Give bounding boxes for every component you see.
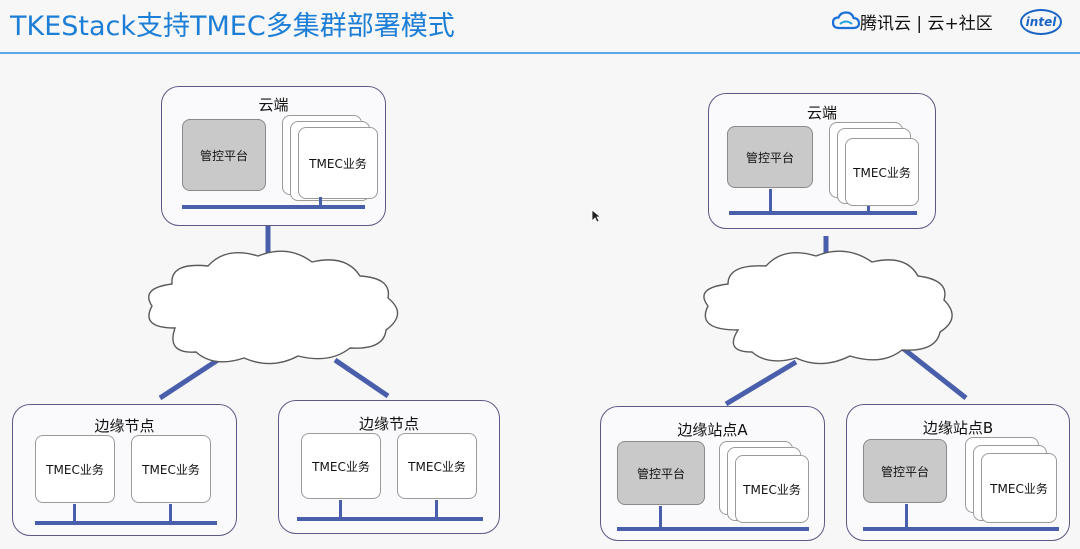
left-cloud-bus (182, 205, 365, 209)
left-edge-node-1-bus (35, 521, 217, 525)
right-edge-site-a-title: 边缘站点A (677, 421, 748, 439)
left-edge-node-2-title: 边缘节点 (358, 415, 419, 433)
left-cloud-box: 云端 管控平台 TMEC业务 (161, 86, 386, 226)
right-edge-site-a-bus-tick (659, 506, 662, 528)
right-network-cloud (703, 250, 953, 365)
left-network-cloud (148, 250, 399, 365)
left-edge-node-2-bus-tick-2 (435, 500, 438, 518)
left-edge-node-1-bus-tick-2 (169, 504, 172, 522)
right-edge-site-a: 边缘站点A 管控平台 TMEC业务 (600, 406, 825, 541)
slide-title: TKEStack支持TMEC多集群部署模式 (10, 11, 455, 42)
left-edge-node-2-bus-tick-1 (339, 500, 342, 518)
right-cloud-bus-tick-2 (867, 206, 870, 214)
right-cloud-bus-tick-1 (769, 189, 772, 213)
right-cloud-bus (729, 211, 917, 215)
left-edge-node-1-service-1: TMEC业务 (35, 435, 115, 503)
right-cloud-mgmt-platform: 管控平台 (727, 126, 813, 188)
left-edge-node-1: 边缘节点 TMEC业务 TMEC业务 (12, 404, 237, 536)
left-cloud-bus-tick (319, 197, 322, 207)
right-edge-site-b-bus (863, 527, 1059, 531)
left-cloud-tmec-service: TMEC业务 (298, 127, 378, 199)
mouse-cursor-icon (591, 209, 601, 223)
left-edge-node-2-service-2: TMEC业务 (397, 433, 477, 499)
right-cloud-title: 云端 (806, 104, 837, 122)
left-edge-node-2-bus (297, 517, 483, 521)
intel-logo: intel (1020, 9, 1062, 35)
right-edge-site-b-tmec-service: TMEC业务 (981, 453, 1057, 523)
left-edge-node-2-service-1: TMEC业务 (301, 433, 381, 499)
left-cloud-mgmt-platform: 管控平台 (182, 119, 266, 191)
left-edge-node-2: 边缘节点 TMEC业务 TMEC业务 (278, 400, 500, 534)
title-underline (0, 52, 1080, 54)
right-edge-site-a-bus (617, 527, 809, 531)
right-edge-site-b-bus-tick (905, 504, 908, 528)
header: TKEStack支持TMEC多集群部署模式 腾讯云 | 云+社区 intel (0, 0, 1080, 58)
tencent-logo-text: 腾讯云 | 云+社区 (860, 13, 993, 34)
right-cloud-box: 云端 管控平台 TMEC业务 (708, 93, 936, 229)
right-edge-site-b-title: 边缘站点B (922, 419, 994, 437)
left-downlink-b (333, 357, 390, 399)
right-downlink-a (724, 359, 798, 407)
right-edge-site-b: 边缘站点B 管控平台 TMEC业务 (846, 404, 1070, 541)
left-cloud-title: 云端 (258, 96, 289, 114)
right-downlink-b (898, 344, 968, 400)
tencent-cloud-logo: 腾讯云 | 云+社区 (832, 8, 993, 34)
cloud-logo-icon (832, 11, 860, 30)
right-edge-site-a-tmec-service: TMEC业务 (735, 455, 809, 523)
left-edge-node-1-title: 边缘节点 (94, 417, 155, 435)
left-edge-node-1-service-2: TMEC业务 (131, 435, 211, 503)
right-edge-site-a-mgmt-platform: 管控平台 (617, 441, 705, 505)
right-cloud-tmec-service: TMEC业务 (845, 138, 919, 206)
right-edge-site-b-mgmt-platform: 管控平台 (863, 439, 947, 503)
left-edge-node-1-bus-tick-1 (73, 504, 76, 522)
